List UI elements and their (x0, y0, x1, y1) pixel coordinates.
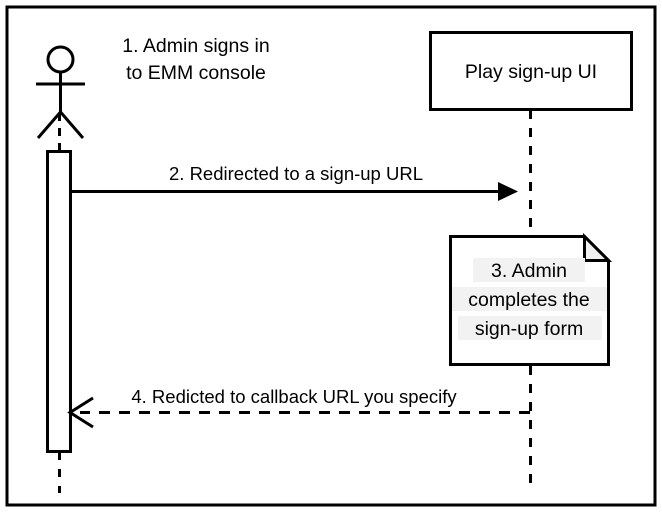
actor-caption-line-2: to EMM console (126, 62, 266, 84)
message-2-arrow (70, 182, 518, 201)
actor-activation-bar (46, 150, 72, 453)
participant-box-play-signup-ui (429, 31, 633, 111)
note-text-highlight-3 (458, 316, 602, 340)
message-2-label: 2. Redirected to a sign-up URL (169, 163, 423, 184)
note-text-highlight-1 (473, 258, 585, 282)
message-4-arrow (67, 396, 530, 429)
note-line-1: 3. Admin (491, 260, 567, 282)
note-line-2: completes the (468, 289, 589, 311)
note-line-3: sign-up form (475, 318, 583, 340)
message-4-label: 4. Redicted to callback URL you specify (131, 386, 457, 407)
note-text-highlight-2 (452, 287, 607, 311)
participant-box-label: Play sign-up UI (465, 61, 597, 83)
actor-stick-figure-icon (36, 45, 85, 139)
actor-caption-line-1: 1. Admin signs in (122, 35, 269, 57)
